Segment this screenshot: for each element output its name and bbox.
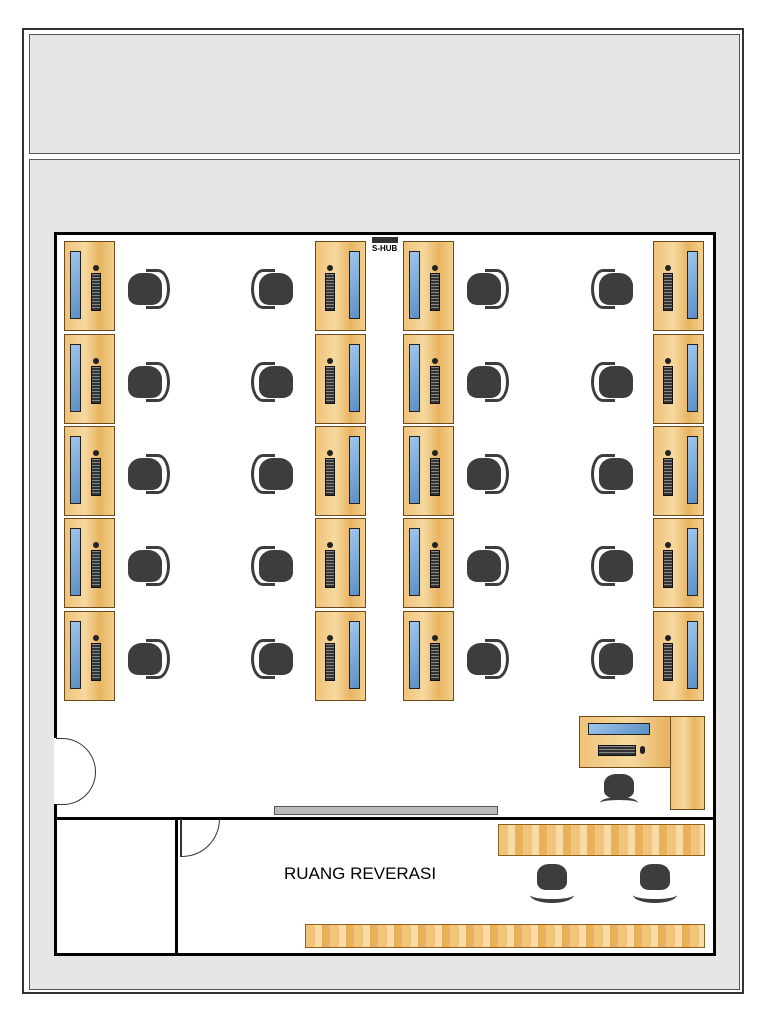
workstation-mouse (93, 265, 99, 271)
workstation-chair-arm (485, 639, 509, 679)
workstation-monitor (687, 528, 698, 596)
workstation-mouse (93, 542, 99, 548)
reservation-counter (498, 824, 705, 856)
workstation-keyboard (430, 643, 440, 681)
workstation-chair-arm (146, 269, 170, 309)
workstation-chair-arm (146, 546, 170, 586)
workstation-chair-arm (591, 269, 615, 309)
workstation-keyboard (430, 273, 440, 311)
workstation-mouse (432, 450, 438, 456)
workstation-keyboard (91, 550, 101, 588)
workstation-chair-arm (485, 362, 509, 402)
reservation-chair-2-arm (633, 887, 677, 903)
workstation-chair-arm (591, 546, 615, 586)
workstation-keyboard (325, 643, 335, 681)
workstation-chair-arm (591, 639, 615, 679)
workstation-keyboard (663, 643, 673, 681)
workstation-monitor (70, 528, 81, 596)
reservation-chair-2 (640, 864, 670, 890)
workstation-keyboard (663, 273, 673, 311)
workstation-monitor (687, 621, 698, 689)
instructor-desk-return (670, 716, 705, 810)
workstation-keyboard (91, 458, 101, 496)
reservation-chair-1 (537, 864, 567, 890)
workstation-monitor (687, 344, 698, 412)
whiteboard (274, 806, 498, 815)
workstation-mouse (327, 542, 333, 548)
workstation-monitor (70, 436, 81, 504)
workstation-keyboard (663, 550, 673, 588)
instructor-mouse (640, 746, 645, 754)
workstation-monitor (409, 528, 420, 596)
instructor-monitor (588, 723, 650, 735)
workstation-keyboard (430, 550, 440, 588)
workstation-keyboard (663, 366, 673, 404)
workstation-chair-arm (146, 362, 170, 402)
workstation-monitor (70, 251, 81, 319)
workstation-mouse (432, 358, 438, 364)
workstation-chair-arm (251, 362, 275, 402)
workstation-chair-arm (485, 454, 509, 494)
workstation-monitor (70, 344, 81, 412)
workstation-chair-arm (251, 269, 275, 309)
workstation-monitor (70, 621, 81, 689)
hub-device (372, 237, 398, 243)
workstation-monitor (409, 251, 420, 319)
workstation-keyboard (430, 458, 440, 496)
workstation-mouse (93, 450, 99, 456)
workstation-chair-arm (485, 546, 509, 586)
workstation-monitor (349, 251, 360, 319)
workstation-mouse (93, 358, 99, 364)
workstation-keyboard (325, 550, 335, 588)
workstation-mouse (665, 635, 671, 641)
workstation-monitor (349, 436, 360, 504)
instructor-keyboard (598, 745, 636, 756)
workstation-keyboard (91, 273, 101, 311)
workstation-keyboard (325, 366, 335, 404)
workstation-mouse (665, 450, 671, 456)
workstation-mouse (432, 542, 438, 548)
workstation-mouse (327, 265, 333, 271)
workstation-monitor (409, 436, 420, 504)
workstation-keyboard (91, 643, 101, 681)
room-label: RUANG REVERASI (284, 864, 437, 883)
workstation-chair-arm (591, 454, 615, 494)
reservation-chair-1-arm (530, 887, 574, 903)
workstation-mouse (665, 265, 671, 271)
workstation-mouse (327, 358, 333, 364)
workstation-chair-arm (591, 362, 615, 402)
workstation-monitor (409, 344, 420, 412)
hub-label: S-HUB (372, 244, 398, 253)
workstation-chair-arm (251, 639, 275, 679)
workstation-keyboard (91, 366, 101, 404)
workstation-chair-arm (251, 454, 275, 494)
room-divider (54, 817, 716, 820)
storage-divider (175, 817, 178, 956)
instructor-chair-base (600, 797, 638, 809)
workstation-mouse (327, 635, 333, 641)
workstation-mouse (327, 450, 333, 456)
workstation-keyboard (663, 458, 673, 496)
workstation-mouse (93, 635, 99, 641)
reservation-bench (305, 924, 705, 948)
workstation-monitor (687, 436, 698, 504)
workstation-keyboard (325, 273, 335, 311)
instructor-chair (604, 774, 634, 798)
workstation-monitor (349, 621, 360, 689)
workstation-chair-arm (485, 269, 509, 309)
workstation-chair-arm (146, 454, 170, 494)
workstation-mouse (665, 542, 671, 548)
workstation-monitor (687, 251, 698, 319)
header-panel (29, 34, 740, 154)
workstation-chair-arm (146, 639, 170, 679)
workstation-monitor (349, 344, 360, 412)
workstation-monitor (409, 621, 420, 689)
workstation-keyboard (325, 458, 335, 496)
workstation-chair-arm (251, 546, 275, 586)
workstation-mouse (432, 265, 438, 271)
workstation-keyboard (430, 366, 440, 404)
workstation-monitor (349, 528, 360, 596)
workstation-mouse (665, 358, 671, 364)
workstation-mouse (432, 635, 438, 641)
